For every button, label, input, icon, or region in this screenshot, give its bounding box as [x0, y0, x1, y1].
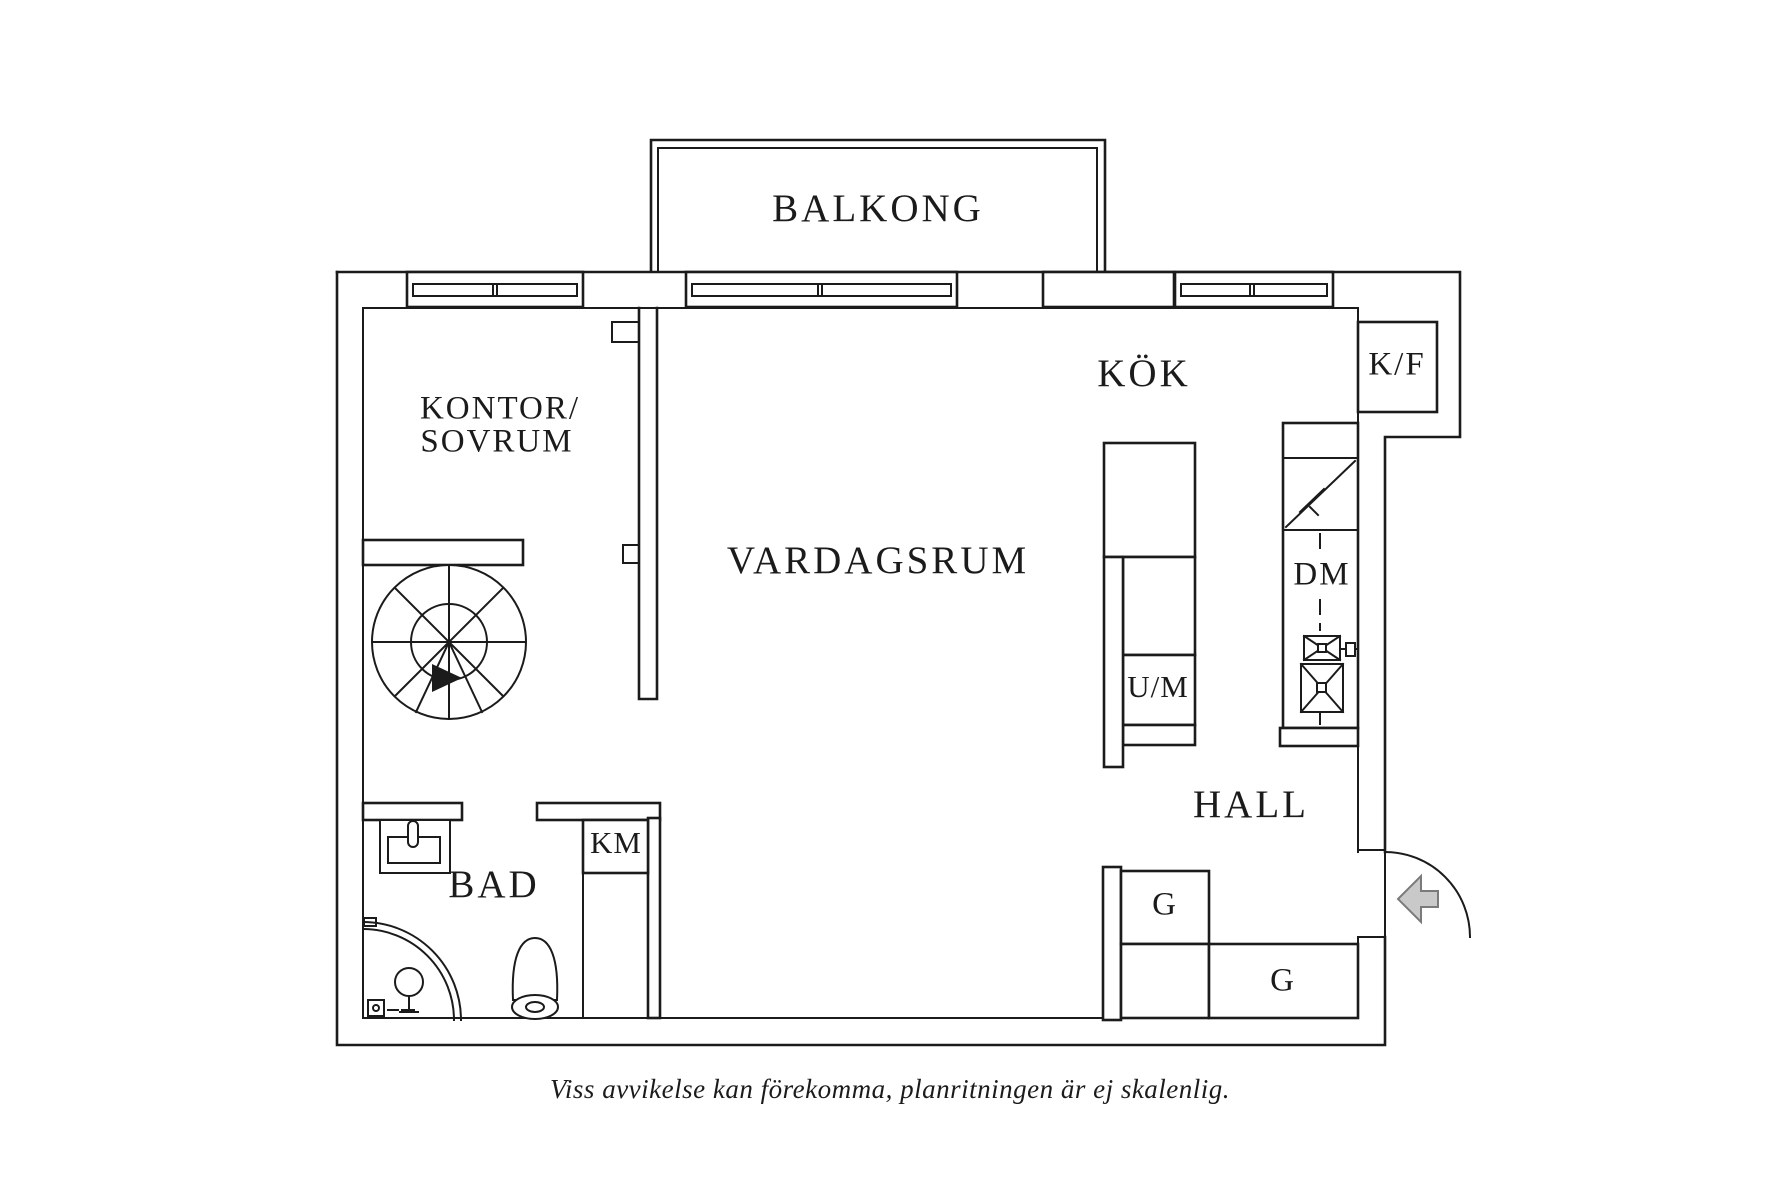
wall-office-bottom — [361, 538, 525, 567]
balcony-label: BALKONG — [772, 187, 984, 230]
bathroom-label: BAD — [448, 863, 539, 906]
entrance-door — [1383, 850, 1472, 939]
hall-wardrobes: HALL G G — [1101, 783, 1360, 1022]
faucet-icon — [407, 820, 419, 848]
fridge-freezer: K/F — [1356, 320, 1439, 414]
counter-base — [1278, 726, 1360, 748]
shower-head-icon — [394, 967, 424, 997]
washing-machine-box — [581, 818, 650, 875]
hall-label: HALL — [1193, 783, 1309, 826]
windows — [405, 270, 1335, 309]
wardrobe-2-box — [1207, 942, 1360, 1020]
wall-notch-mid — [622, 544, 640, 564]
wall-pillar — [1041, 270, 1176, 309]
wardrobe-wall — [1101, 865, 1123, 1022]
disclaimer-text: Viss avvikelse kan förekomma, planritnin… — [550, 1074, 1230, 1104]
entrance-arrow-icon — [1396, 873, 1439, 925]
window-office — [405, 270, 585, 309]
window-living-room — [684, 270, 959, 309]
wardrobe-2-label: G — [1270, 963, 1296, 999]
toilet — [511, 936, 559, 1020]
living-room-label: VARDAGSRUM — [727, 539, 1029, 582]
bath-sink — [379, 819, 451, 874]
wall-bath-east — [646, 816, 662, 1020]
door-swing-arc — [1383, 850, 1472, 939]
stair-direction-arrow-icon — [432, 664, 462, 692]
shower — [361, 917, 463, 1022]
kitchen-island: U/M — [1102, 441, 1197, 769]
balcony: BALKONG — [649, 138, 1107, 272]
spiral-staircase — [371, 564, 527, 720]
wall-bath-left — [361, 801, 464, 822]
kitchen-counter: DM — [1278, 421, 1360, 748]
washing-machine-label: KM — [590, 825, 642, 860]
bathroom: KM BAD — [361, 801, 662, 1022]
window-kitchen — [1173, 270, 1335, 309]
fridge-freezer-label: K/F — [1368, 347, 1425, 383]
kitchen-label: KÖK — [1097, 352, 1191, 395]
dishwasher-label: DM — [1293, 557, 1350, 593]
office-label-line1: KONTOR/ — [420, 391, 580, 427]
island-wall — [1102, 555, 1125, 769]
oven-microwave-label: U/M — [1127, 669, 1189, 704]
office-label-line2: SOVRUM — [420, 424, 573, 460]
hob-icon — [1284, 459, 1357, 529]
wardrobe-1-label: G — [1152, 887, 1178, 923]
wall-bath-right — [535, 801, 662, 822]
kitchen-sink-icon — [1299, 634, 1357, 714]
wall-notch-top — [611, 321, 640, 343]
